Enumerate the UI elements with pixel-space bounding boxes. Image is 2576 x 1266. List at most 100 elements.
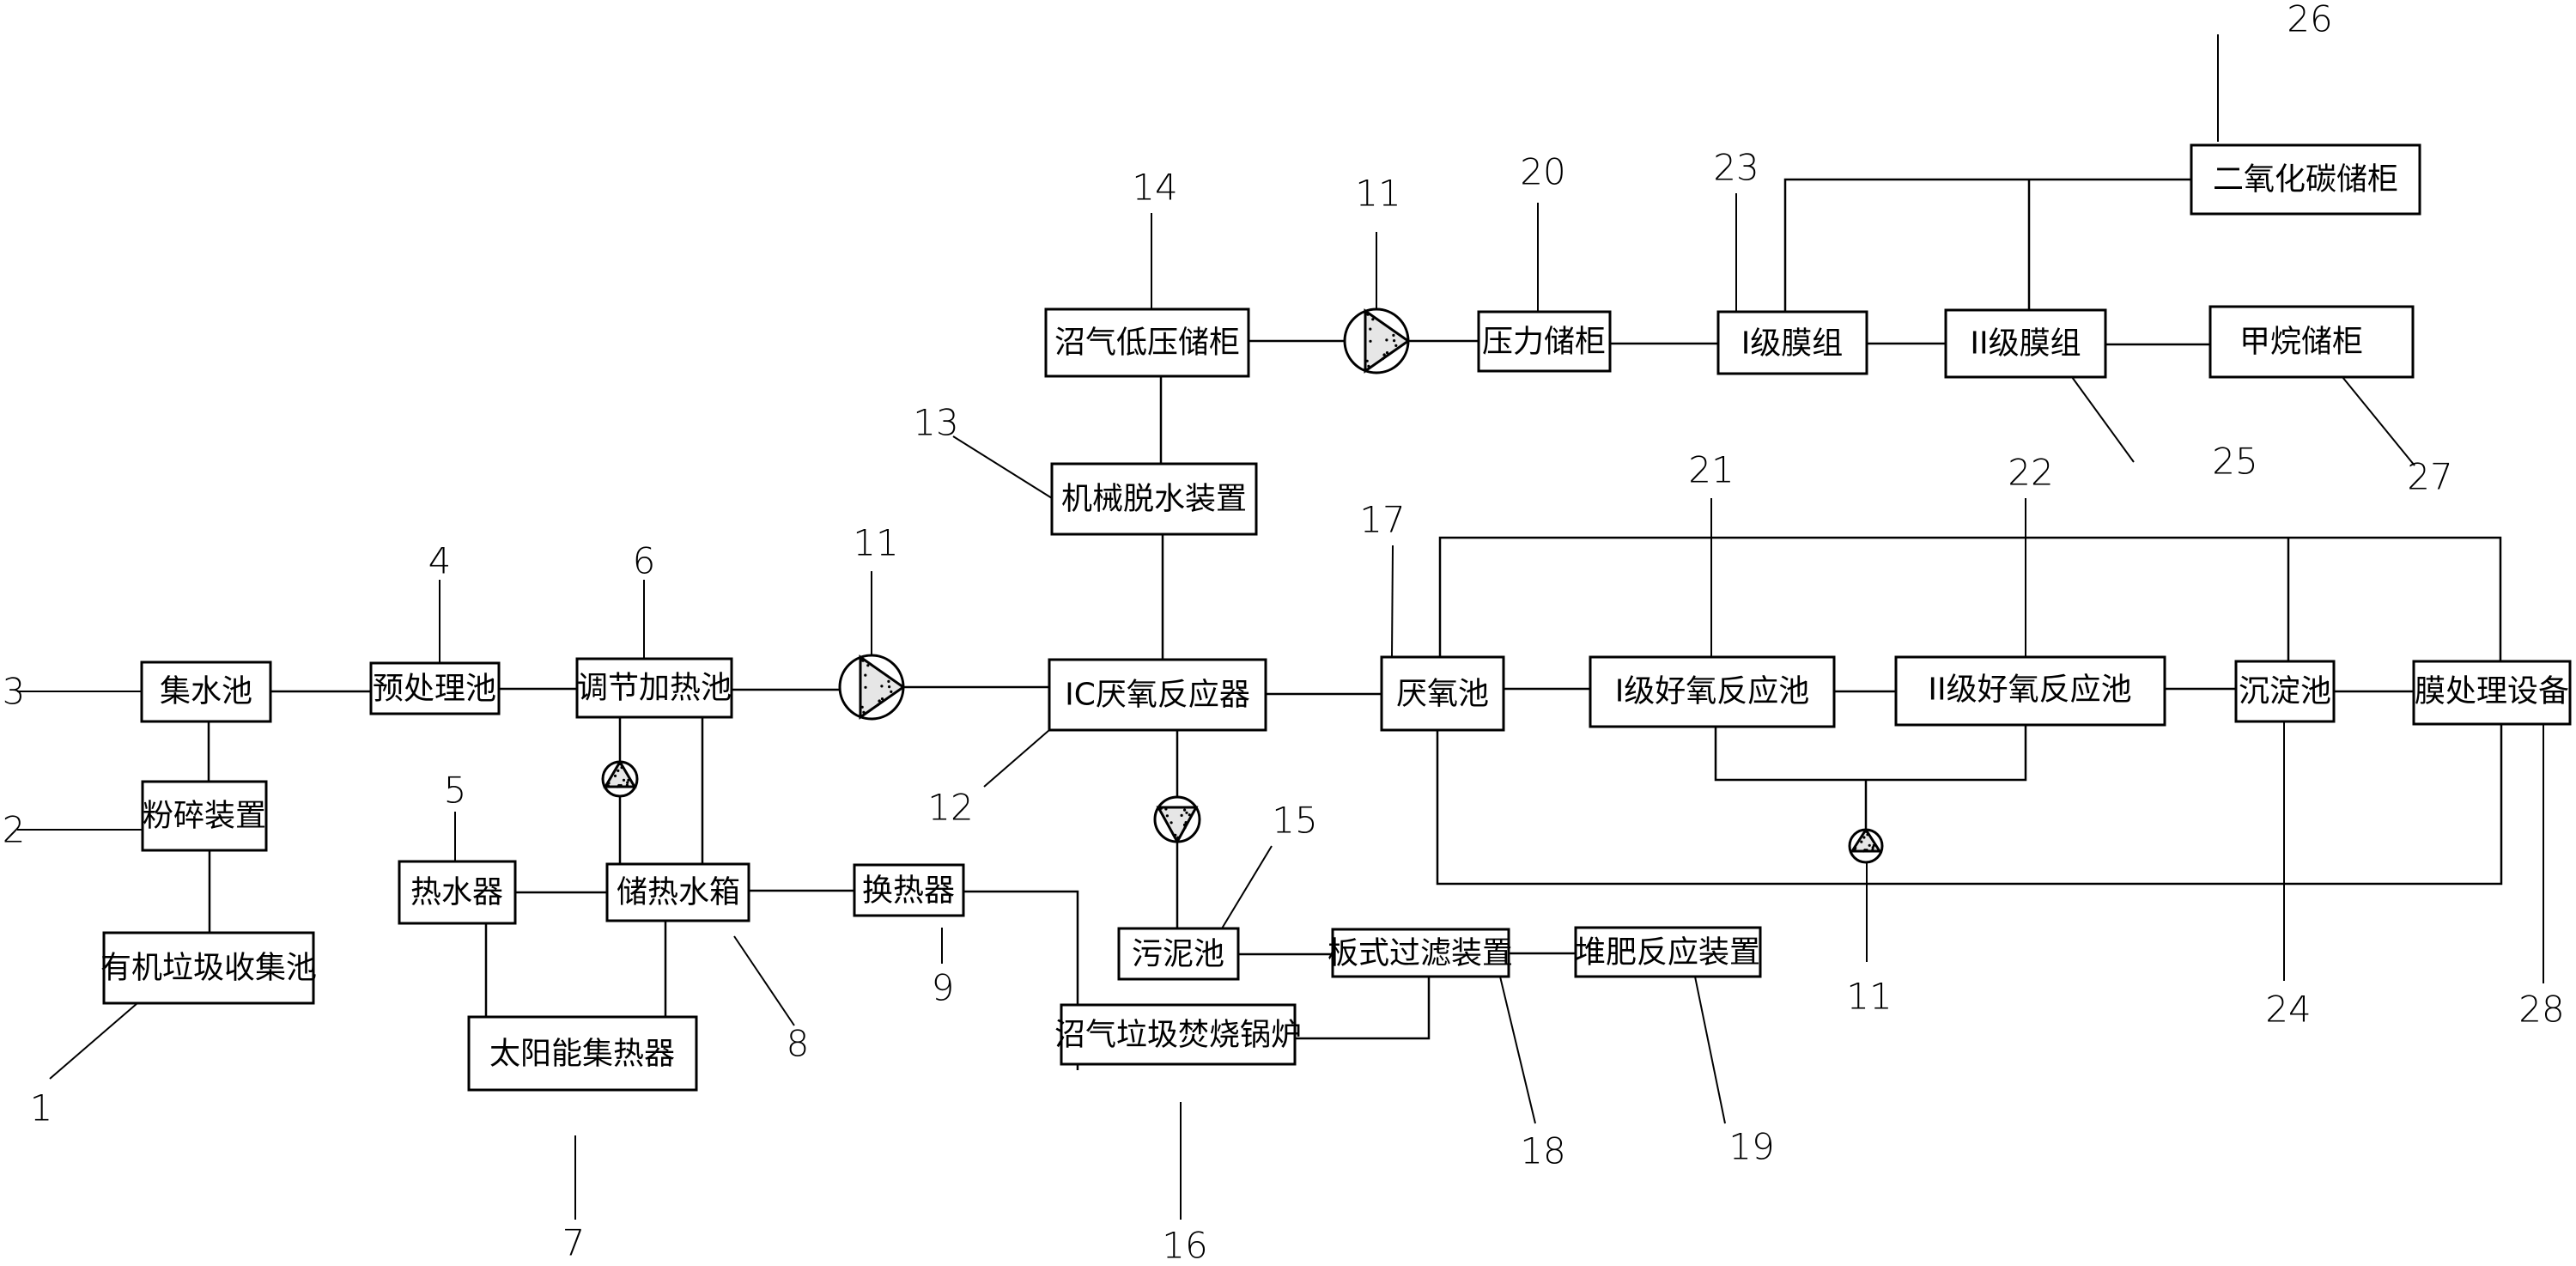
- wire-membrane1-to-co2: [1783, 178, 2191, 312]
- svg-text:二氧化碳储柜: 二氧化碳储柜: [2213, 162, 2398, 198]
- svg-text:调节加热池: 调节加热池: [577, 671, 732, 706]
- box-membrane-2[interactable]: ⅠⅠ级膜组: [1944, 308, 2107, 379]
- svg-text:ⅠⅠ级膜组: ⅠⅠ级膜组: [1970, 326, 2081, 362]
- ref-number: 5: [444, 770, 467, 812]
- box-aerobic-1[interactable]: Ⅰ级好氧反应池: [1589, 655, 1836, 728]
- box-membrane-1[interactable]: Ⅰ级膜组: [1716, 310, 1868, 375]
- box-plate-filter[interactable]: 板式过滤装置: [1327, 928, 1513, 978]
- ref-number: 25: [2212, 441, 2257, 483]
- leader-12: [983, 729, 1050, 788]
- svg-text:机械脱水装置: 机械脱水装置: [1061, 482, 1247, 517]
- ref-number: 13: [913, 402, 958, 444]
- box-pretreatment[interactable]: 预处理池: [369, 661, 501, 715]
- box-sedimentation[interactable]: 沉淀池: [2234, 660, 2336, 723]
- ref-number: 17: [1359, 499, 1405, 541]
- svg-text:粉碎装置: 粉碎装置: [143, 799, 266, 834]
- pump-icon[interactable]: [1153, 795, 1201, 845]
- svg-text:集水池: 集水池: [160, 674, 252, 709]
- box-heat-exchanger[interactable]: 换热器: [853, 863, 965, 917]
- svg-text:沉淀池: 沉淀池: [2239, 674, 2331, 709]
- box-mechanical-dewatering[interactable]: 机械脱水装置: [1050, 462, 1258, 536]
- box-regulating-heating[interactable]: 调节加热池: [575, 657, 733, 719]
- box-crusher[interactable]: 粉碎装置: [141, 780, 268, 852]
- ref-number: 11: [1355, 173, 1400, 215]
- ref-number: 14: [1132, 167, 1177, 209]
- ref-number: 6: [633, 540, 656, 582]
- svg-text:污泥池: 污泥池: [1132, 937, 1224, 972]
- box-anaerobic-tank[interactable]: 厌氧池: [1380, 655, 1505, 732]
- ref-number: 26: [2287, 0, 2332, 40]
- pump-speckle: [860, 659, 893, 714]
- wire-filter-to-boiler: [1295, 977, 1431, 1040]
- wire-bottom-return-loop: [1436, 724, 2503, 886]
- leader-19: [1694, 976, 1726, 1124]
- box-water-collection[interactable]: 集水池: [140, 660, 272, 723]
- box-aerobic-2[interactable]: ⅠⅠ级好氧反应池: [1894, 655, 2166, 727]
- box-sludge-tank[interactable]: 污泥池: [1117, 927, 1240, 981]
- ref-number: 4: [428, 540, 452, 582]
- svg-text:Ⅰ级膜组: Ⅰ级膜组: [1741, 326, 1844, 362]
- pump-speckle: [606, 763, 630, 788]
- box-heat-storage-tank[interactable]: 储热水箱: [605, 862, 750, 922]
- leader-17: [1391, 545, 1394, 658]
- svg-text:换热器: 换热器: [862, 873, 955, 909]
- svg-text:膜处理设备: 膜处理设备: [2415, 674, 2569, 709]
- leader-lines: [17, 34, 2544, 1220]
- box-water-heater[interactable]: 热水器: [398, 860, 517, 925]
- component-boxes: 集水池 粉碎装置 有机垃圾收集池 预处理池 调节加热池 热水器 储热水箱 太阳: [100, 143, 2572, 1092]
- box-boiler[interactable]: 沼气垃圾焚烧锅炉: [1054, 1003, 1302, 1066]
- box-membrane-treatment[interactable]: 膜处理设备: [2412, 660, 2572, 726]
- leader-25: [2071, 376, 2135, 463]
- ref-number: 2: [3, 809, 26, 851]
- ref-number: 18: [1520, 1130, 1565, 1172]
- pump-icon[interactable]: [601, 759, 639, 798]
- ref-number: 7: [562, 1222, 586, 1264]
- svg-text:ⅠⅠ级好氧反应池: ⅠⅠ级好氧反应池: [1928, 673, 2131, 708]
- box-ic-reactor[interactable]: IC厌氧反应器: [1048, 658, 1267, 732]
- leader-15: [1221, 845, 1273, 929]
- pump-icon[interactable]: [1343, 307, 1411, 374]
- pump-speckle: [1159, 806, 1191, 839]
- wire-top-recycle-loop: [1438, 536, 2502, 661]
- ref-number: 21: [1688, 449, 1734, 491]
- pump-speckle: [1365, 313, 1398, 368]
- svg-text:热水器: 热水器: [410, 875, 503, 910]
- leader-8: [733, 935, 795, 1026]
- ref-number: 20: [1520, 151, 1565, 193]
- ref-number: 11: [1846, 976, 1892, 1018]
- svg-text:储热水箱: 储热水箱: [617, 875, 740, 910]
- reference-numbers: 1 2 3 4 5 6 7 8 9 11 11 11 12 13 14 15 1…: [3, 0, 2565, 1266]
- ref-number: 11: [853, 522, 898, 564]
- svg-text:IC厌氧反应器: IC厌氧反应器: [1065, 678, 1250, 713]
- svg-text:堆肥反应装置: 堆肥反应装置: [1575, 935, 1760, 971]
- svg-text:甲烷储柜: 甲烷储柜: [2239, 325, 2363, 360]
- svg-text:预处理池: 预处理池: [373, 672, 496, 707]
- box-co2-storage[interactable]: 二氧化碳储柜: [2190, 143, 2421, 216]
- ref-number: 3: [3, 671, 26, 713]
- leader-27: [2342, 376, 2415, 466]
- ref-number: 19: [1728, 1126, 1774, 1168]
- leader-13: [952, 435, 1053, 499]
- leader-18: [1499, 976, 1536, 1124]
- svg-text:沼气低压储柜: 沼气低压储柜: [1054, 326, 1240, 361]
- box-compost-reactor[interactable]: 堆肥反应装置: [1574, 926, 1762, 978]
- svg-text:太阳能集热器: 太阳能集热器: [489, 1037, 675, 1072]
- svg-text:Ⅰ级好氧反应池: Ⅰ级好氧反应池: [1615, 674, 1810, 709]
- ref-number: 16: [1162, 1225, 1207, 1266]
- pump-icon[interactable]: [838, 654, 906, 721]
- leader-1: [49, 1002, 138, 1080]
- ref-number: 15: [1272, 800, 1317, 842]
- box-biogas-low-pressure[interactable]: 沼气低压储柜: [1044, 307, 1250, 378]
- ref-number: 9: [932, 967, 955, 1009]
- pump-icon[interactable]: [1848, 827, 1884, 864]
- svg-text:有机垃圾收集池: 有机垃圾收集池: [100, 951, 317, 986]
- pumps: [601, 307, 1884, 864]
- ref-number: 24: [2265, 989, 2311, 1031]
- ref-number: 1: [30, 1087, 53, 1129]
- box-solar-collector[interactable]: 太阳能集热器: [467, 1015, 698, 1092]
- box-methane-storage[interactable]: 甲烷储柜: [2208, 305, 2415, 379]
- box-pressure-storage[interactable]: 压力储柜: [1477, 310, 1612, 373]
- box-organic-waste-collection[interactable]: 有机垃圾收集池: [100, 931, 317, 1005]
- svg-text:厌氧池: 厌氧池: [1396, 677, 1489, 712]
